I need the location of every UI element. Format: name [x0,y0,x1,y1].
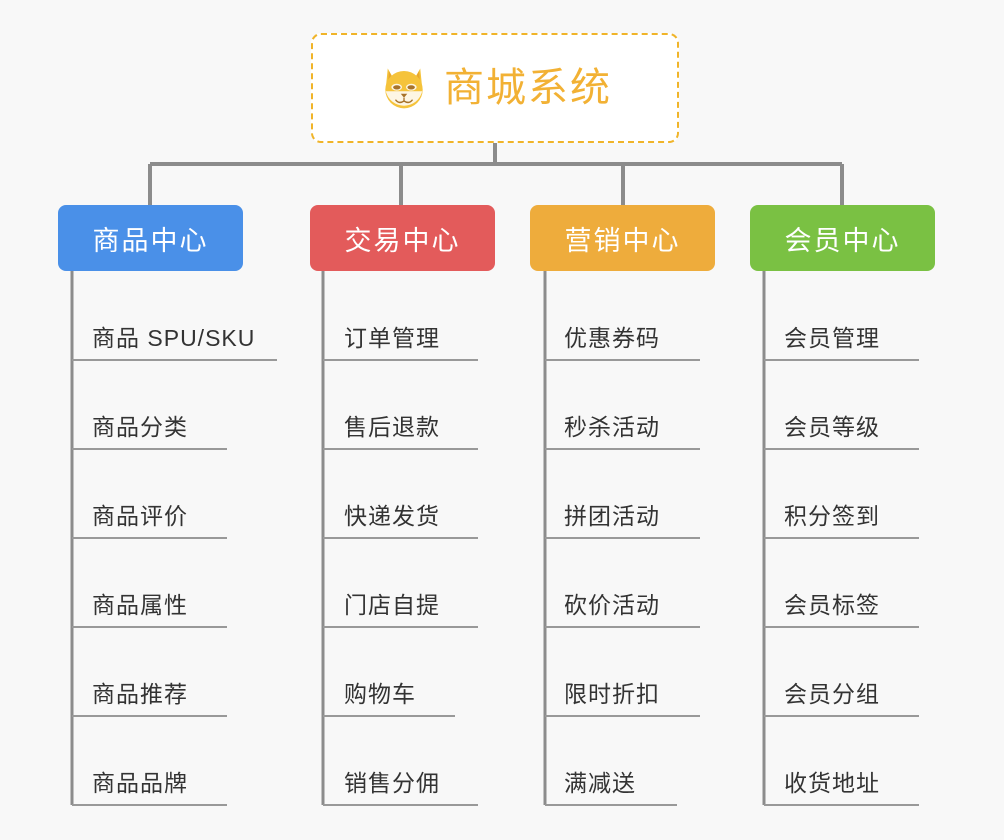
leaf-item[interactable]: 会员分组 [750,627,960,716]
leaf-item[interactable]: 售后退款 [310,360,520,449]
leaf-item[interactable]: 优惠券码 [530,271,740,360]
leaf-item[interactable]: 商品品牌 [58,716,308,805]
leaf-item-label: 积分签到 [784,503,880,529]
leaf-item-label: 满减送 [564,770,636,796]
leaf-item-label: 商品推荐 [92,681,188,707]
category-label: 会员中心 [784,225,901,256]
leaf-item-label: 门店自提 [344,592,440,618]
category-box-product-center[interactable]: 商品中心 [58,205,243,271]
category-column-member-center: 会员中心会员管理会员等级积分签到会员标签会员分组收货地址 [750,205,960,805]
leaf-list: 优惠券码秒杀活动拼团活动砍价活动限时折扣满减送 [530,271,740,805]
leaf-item-label: 商品评价 [92,503,188,529]
leaf-item[interactable]: 商品属性 [58,538,308,627]
leaf-item-label: 商品 SPU/SKU [92,325,256,351]
category-box-trade-center[interactable]: 交易中心 [310,205,495,271]
leaf-item-label: 商品品牌 [92,770,188,796]
category-column-trade-center: 交易中心订单管理售后退款快递发货门店自提购物车销售分佣 [310,205,520,805]
category-box-member-center[interactable]: 会员中心 [750,205,935,271]
leaf-item[interactable]: 商品 SPU/SKU [58,271,308,360]
leaf-item[interactable]: 销售分佣 [310,716,520,805]
leaf-item-label: 商品分类 [92,414,188,440]
category-column-marketing-center: 营销中心优惠券码秒杀活动拼团活动砍价活动限时折扣满减送 [530,205,740,805]
category-label: 商品中心 [92,225,209,256]
leaf-item[interactable]: 商品推荐 [58,627,308,716]
shiba-dog-icon [378,62,430,114]
leaf-item-label: 砍价活动 [564,592,660,618]
leaf-item-label: 售后退款 [344,414,440,440]
leaf-item-label: 拼团活动 [564,503,660,529]
leaf-list: 商品 SPU/SKU 商品分类商品评价商品属性商品推荐商品品牌 [58,271,308,805]
leaf-item[interactable]: 满减送 [530,716,740,805]
leaf-list: 会员管理会员等级积分签到会员标签会员分组收货地址 [750,271,960,805]
root-node[interactable]: 商城系统 [311,33,679,143]
leaf-item-label: 收货地址 [784,770,880,796]
leaf-item[interactable]: 快递发货 [310,449,520,538]
leaf-item[interactable]: 商品评价 [58,449,308,538]
leaf-item[interactable]: 订单管理 [310,271,520,360]
leaf-item[interactable]: 秒杀活动 [530,360,740,449]
leaf-item-label: 购物车 [344,681,416,707]
leaf-item-label: 会员管理 [784,325,880,351]
leaf-item[interactable]: 商品分类 [58,360,308,449]
leaf-item-label: 秒杀活动 [564,414,660,440]
leaf-item-label: 会员等级 [784,414,880,440]
category-box-marketing-center[interactable]: 营销中心 [530,205,715,271]
leaf-item-label: 会员标签 [784,592,880,618]
leaf-item[interactable]: 收货地址 [750,716,960,805]
leaf-item[interactable]: 积分签到 [750,449,960,538]
leaf-item-label: 限时折扣 [564,681,660,707]
leaf-item-label: 优惠券码 [564,325,660,351]
leaf-item[interactable]: 会员等级 [750,360,960,449]
leaf-item[interactable]: 会员标签 [750,538,960,627]
leaf-item-label: 销售分佣 [344,770,440,796]
leaf-list: 订单管理售后退款快递发货门店自提购物车销售分佣 [310,271,520,805]
leaf-item[interactable]: 会员管理 [750,271,960,360]
leaf-item-label: 订单管理 [344,325,440,351]
leaf-item[interactable]: 限时折扣 [530,627,740,716]
leaf-item-label: 商品属性 [92,592,188,618]
leaf-item[interactable]: 购物车 [310,627,520,716]
category-label: 营销中心 [564,225,681,256]
category-column-product-center: 商品中心商品 SPU/SKU 商品分类商品评价商品属性商品推荐商品品牌 [58,205,308,805]
leaf-item[interactable]: 砍价活动 [530,538,740,627]
leaf-item[interactable]: 门店自提 [310,538,520,627]
root-title: 商城系统 [444,66,612,110]
leaf-item[interactable]: 拼团活动 [530,449,740,538]
leaf-item-label: 快递发货 [344,503,440,529]
category-label: 交易中心 [344,225,461,256]
leaf-item-label: 会员分组 [784,681,880,707]
